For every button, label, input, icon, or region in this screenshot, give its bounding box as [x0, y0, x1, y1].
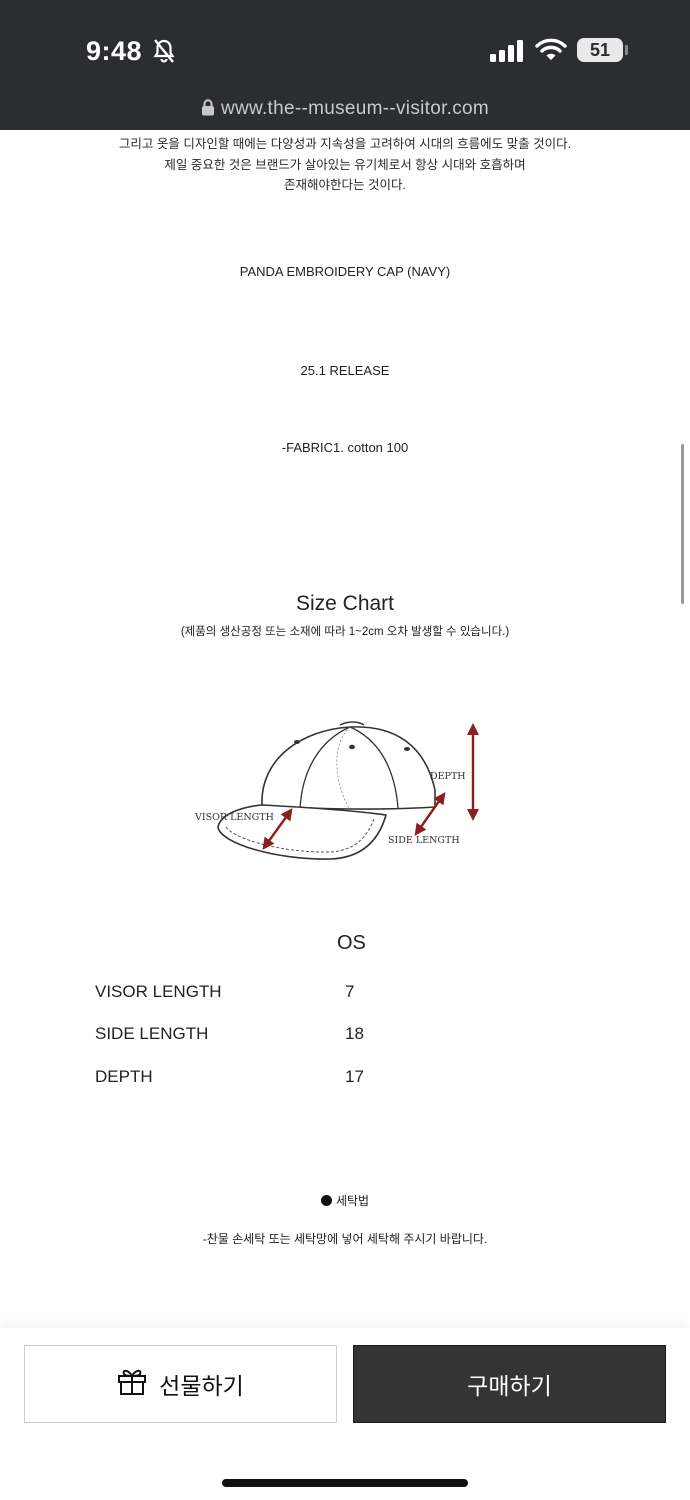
table-row: DEPTH 17 [95, 1067, 495, 1091]
gift-button[interactable]: 선물하기 [24, 1345, 337, 1423]
release-text: 25.1 RELEASE [300, 363, 390, 378]
buy-button[interactable]: 구매하기 [353, 1345, 666, 1423]
row-value: 7 [345, 982, 355, 1001]
product-name: PANDA EMBROIDERY CAP (NAVY) [239, 264, 451, 279]
table-row: SIDE LENGTH 18 [95, 1024, 495, 1048]
care-title: 세탁법 [0, 1192, 690, 1209]
battery-icon: 51 [577, 38, 623, 62]
size-chart-note: (제품의 생산공정 또는 소재에 따라 1~2cm 오차 발생할 수 있습니다.… [180, 626, 510, 638]
gift-button-label: 선물하기 [159, 1373, 244, 1399]
bullet-dot-icon [320, 1195, 332, 1206]
scrollbar[interactable] [681, 444, 684, 604]
row-label: DEPTH [95, 1067, 153, 1086]
home-indicator[interactable] [222, 1479, 468, 1487]
row-label: SIDE LENGTH [95, 1024, 209, 1043]
visor-length-label: VISOR LENGTH [194, 812, 274, 823]
side-length-label: SIDE LENGTH [388, 835, 460, 846]
browser-top-bar: 9:48 51 www.the--museum--visitor. [0, 0, 690, 130]
row-value: 17 [345, 1067, 364, 1086]
bell-slash-icon [152, 38, 176, 69]
care-text: -찬물 손세탁 또는 세탁망에 넣어 세탁해 주시기 바랍니다. [202, 1232, 488, 1246]
lock-icon [201, 99, 215, 122]
depth-label: DEPTH [430, 771, 466, 782]
care-title-text: 세탁법 [335, 1194, 370, 1208]
gift-icon [117, 1367, 147, 1401]
intro-line: 제일 중요한 것은 브랜드가 살아있는 유기체로서 항상 시대와 호흡하며 [164, 157, 526, 172]
wifi-icon [535, 38, 567, 67]
address-bar[interactable]: www.the--museum--visitor.com [0, 98, 690, 122]
eyelet [349, 744, 355, 750]
fabric-text: -FABRIC1. cotton 100 [281, 440, 409, 455]
intro-text: 그리고 옷을 디자인할 때에는 다양성과 지속성을 고려하여 시대의 흐름에도 … [0, 134, 690, 196]
row-label: VISOR LENGTH [95, 982, 222, 1001]
cap-diagram: DEPTH VISOR LENGTH SIDE LENGTH [190, 715, 490, 870]
signal-icon [490, 40, 524, 67]
url-text: www.the--museum--visitor.com [220, 98, 490, 119]
battery-tip [625, 45, 628, 55]
size-column-header: OS [337, 932, 366, 954]
size-chart-title: Size Chart [295, 592, 395, 615]
row-value: 18 [345, 1024, 364, 1043]
eyelet [404, 747, 410, 751]
table-row: VISOR LENGTH 7 [95, 982, 495, 1006]
intro-line: 그리고 옷을 디자인할 때에는 다양성과 지속성을 고려하여 시대의 흐름에도 … [118, 137, 572, 151]
status-time: 9:48 [86, 36, 143, 66]
eyelet [294, 740, 300, 744]
intro-line: 존재해야한다는 것이다. [284, 178, 406, 192]
